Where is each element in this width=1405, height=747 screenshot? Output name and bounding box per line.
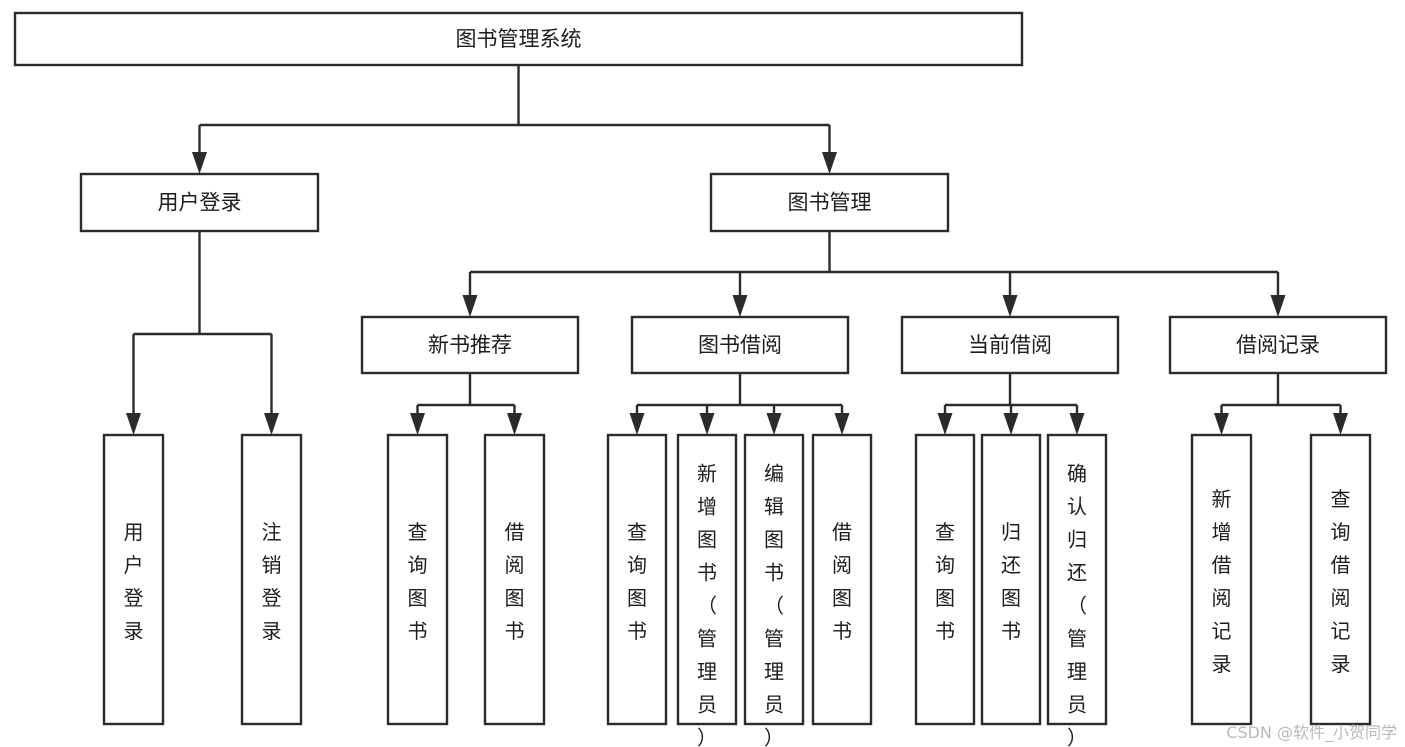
- node-box[interactable]: [240, 433, 303, 726]
- arrow-head-icon: [126, 413, 141, 435]
- node-l2_1[interactable]: 图书借阅: [630, 315, 850, 375]
- arrow-head-icon: [822, 152, 837, 174]
- node-box[interactable]: [630, 315, 850, 375]
- node-label: 借阅图书: [832, 520, 852, 643]
- node-box[interactable]: [980, 433, 1042, 726]
- connector-group-root: [192, 65, 837, 174]
- node-box[interactable]: [483, 433, 546, 726]
- arrow-head-icon: [1003, 413, 1019, 435]
- node-leaf_11[interactable]: 新增借阅记录: [1190, 433, 1253, 726]
- node-leaf_5[interactable]: 新增图书（管理员）: [676, 433, 738, 747]
- node-box[interactable]: [13, 11, 1024, 67]
- node-l2_3[interactable]: 借阅记录: [1168, 315, 1388, 375]
- arrow-head-icon: [1214, 413, 1229, 435]
- node-label: 归还图书: [1001, 520, 1021, 643]
- connector-group-l2_2: [937, 373, 1085, 435]
- node-l1_0[interactable]: 用户登录: [79, 172, 320, 233]
- connector-layer: [126, 65, 1348, 435]
- node-label: 用户登录: [158, 191, 242, 215]
- arrow-head-icon: [732, 295, 748, 317]
- arrow-head-icon: [462, 295, 478, 317]
- node-box[interactable]: [743, 433, 805, 726]
- node-leaf_0[interactable]: 用户登录: [102, 433, 165, 726]
- node-box[interactable]: [900, 315, 1120, 375]
- connector-group-l1_1: [462, 231, 1286, 317]
- node-leaf_10[interactable]: 确认归还（管理员）: [1046, 433, 1108, 747]
- node-leaf_7[interactable]: 借阅图书: [811, 433, 873, 726]
- node-label: 注销登录: [262, 520, 282, 643]
- node-leaf_4[interactable]: 查询图书: [606, 433, 668, 726]
- node-box[interactable]: [102, 433, 165, 726]
- node-label: 图书管理: [788, 191, 872, 215]
- arrow-head-icon: [264, 413, 279, 435]
- node-label: 借阅图书: [505, 520, 525, 643]
- connector-group-l2_3: [1214, 373, 1348, 435]
- node-label: 查询借阅记录: [1331, 487, 1351, 676]
- node-label: 查询图书: [935, 520, 955, 643]
- node-box[interactable]: [1309, 433, 1372, 726]
- node-box[interactable]: [606, 433, 668, 726]
- node-label: 编辑图书（管理员）: [764, 462, 784, 747]
- node-label: 用户登录: [124, 520, 144, 643]
- arrow-head-icon: [937, 413, 953, 435]
- node-box[interactable]: [79, 172, 320, 233]
- arrow-head-icon: [1270, 295, 1286, 317]
- node-l1_1[interactable]: 图书管理: [709, 172, 950, 233]
- node-leaf_1[interactable]: 注销登录: [240, 433, 303, 726]
- node-leaf_12[interactable]: 查询借阅记录: [1309, 433, 1372, 726]
- node-layer: 图书管理系统用户登录图书管理新书推荐图书借阅当前借阅借阅记录用户登录注销登录查询…: [13, 11, 1388, 747]
- node-label: 新增图书（管理员）: [697, 462, 717, 747]
- arrow-head-icon: [410, 413, 425, 435]
- arrow-head-icon: [1002, 295, 1018, 317]
- node-l2_2[interactable]: 当前借阅: [900, 315, 1120, 375]
- node-box[interactable]: [914, 433, 976, 726]
- arrow-head-icon: [766, 413, 782, 435]
- arrow-head-icon: [629, 413, 645, 435]
- node-label: 图书借阅: [698, 333, 782, 357]
- watermark-text: CSDN @软件_小贺同学: [1226, 723, 1397, 742]
- node-box[interactable]: [1190, 433, 1253, 726]
- connector-group-l1_0: [126, 231, 279, 435]
- node-leaf_9[interactable]: 归还图书: [980, 433, 1042, 726]
- node-label: 查询图书: [627, 520, 647, 643]
- node-label: 图书管理系统: [456, 27, 582, 51]
- connector-group-l2_0: [410, 373, 522, 435]
- node-label: 当前借阅: [968, 333, 1052, 357]
- node-label: 查询图书: [408, 520, 428, 643]
- node-label: 借阅记录: [1236, 333, 1320, 357]
- arrow-head-icon: [192, 152, 207, 174]
- node-box[interactable]: [709, 172, 950, 233]
- node-leaf_2[interactable]: 查询图书: [386, 433, 449, 726]
- node-box[interactable]: [811, 433, 873, 726]
- node-box[interactable]: [386, 433, 449, 726]
- node-root[interactable]: 图书管理系统: [13, 11, 1024, 67]
- arrow-head-icon: [1333, 413, 1348, 435]
- node-box[interactable]: [676, 433, 738, 726]
- arrow-head-icon: [1069, 413, 1085, 435]
- node-leaf_3[interactable]: 借阅图书: [483, 433, 546, 726]
- arrow-head-icon: [507, 413, 522, 435]
- node-l2_0[interactable]: 新书推荐: [360, 315, 580, 375]
- node-box[interactable]: [1168, 315, 1388, 375]
- node-box[interactable]: [360, 315, 580, 375]
- node-leaf_8[interactable]: 查询图书: [914, 433, 976, 726]
- node-label: 确认归还（管理员）: [1067, 462, 1087, 747]
- arrow-head-icon: [834, 413, 850, 435]
- node-label: 新增借阅记录: [1212, 487, 1232, 676]
- node-box[interactable]: [1046, 433, 1108, 726]
- connector-group-l2_1: [629, 373, 850, 435]
- node-leaf_6[interactable]: 编辑图书（管理员）: [743, 433, 805, 747]
- node-label: 新书推荐: [428, 333, 512, 357]
- arrow-head-icon: [699, 413, 715, 435]
